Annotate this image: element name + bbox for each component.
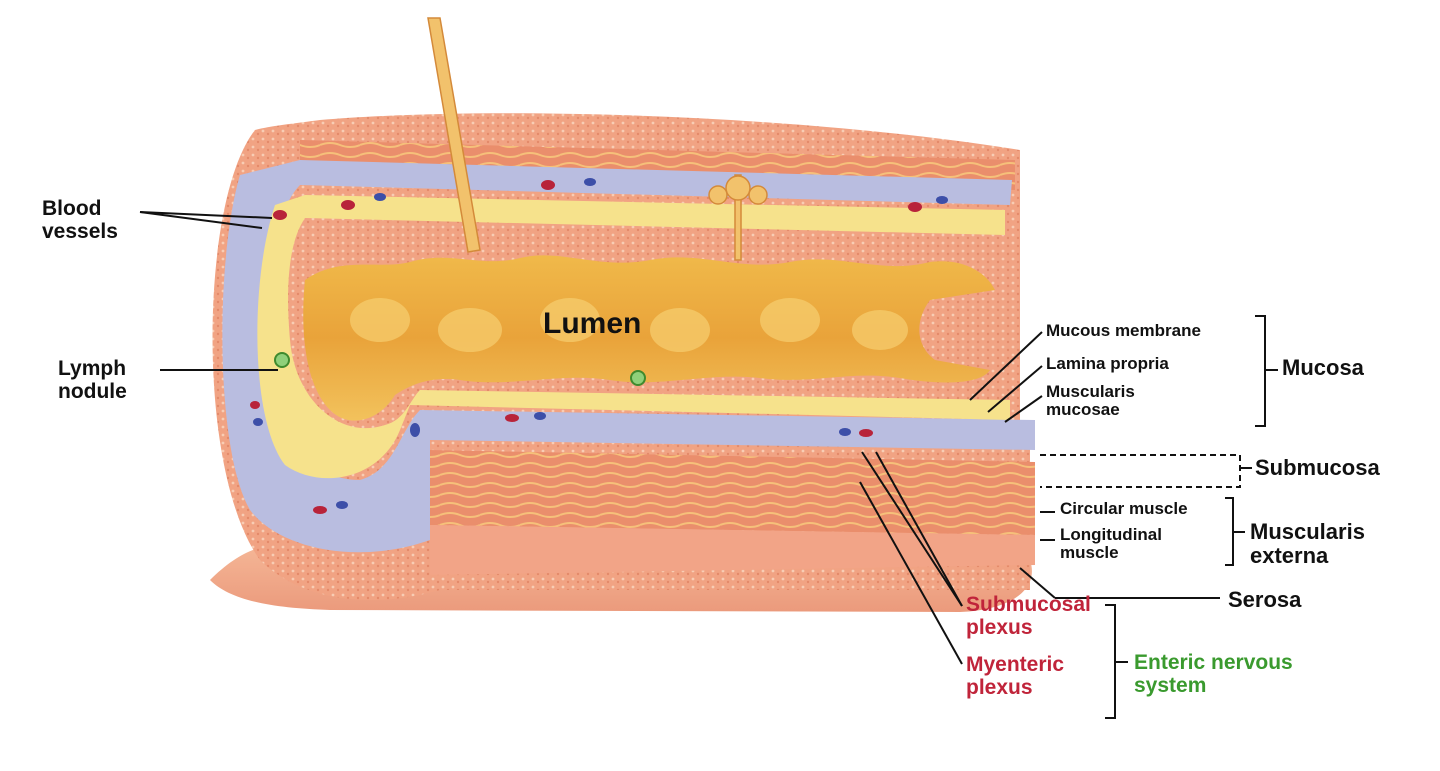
label-blood-vessels: Blood vessels — [42, 197, 118, 243]
lymph-nodule — [630, 370, 646, 386]
label-line: Enteric nervous — [1134, 651, 1293, 674]
label-muscularis-externa: Muscularis externa — [1250, 520, 1365, 568]
label-mucosa: Mucosa — [1282, 356, 1364, 380]
label-line: Muscularis — [1250, 519, 1365, 544]
gland-bulb — [725, 175, 751, 201]
lymph-nodule — [274, 352, 290, 368]
label-lumen: Lumen — [543, 307, 642, 340]
label-line: Submucosa — [1255, 455, 1380, 480]
label-longitudinal-muscle: Longitudinal muscle — [1060, 525, 1162, 563]
gland-duct — [427, 17, 481, 253]
label-line: Submucosal — [966, 593, 1091, 616]
label-lymph-nodule: Lymph nodule — [58, 357, 127, 403]
label-line: Myenteric — [966, 653, 1065, 676]
villus — [350, 298, 410, 342]
label-line: vessels — [42, 219, 118, 243]
gland-bulb — [748, 185, 768, 205]
villus — [760, 298, 820, 342]
leader-lines — [139, 211, 1220, 665]
label-myenteric-plexus: Myenteric plexus — [966, 653, 1065, 699]
label-line: Mucosa — [1282, 355, 1364, 380]
gland-bulb — [708, 185, 728, 205]
label-line: nodule — [58, 379, 127, 403]
label-line: Circular muscle — [1060, 499, 1188, 518]
label-line: Lymph — [58, 357, 127, 380]
label-line: Mucous membrane — [1046, 321, 1201, 340]
label-line: Lamina propria — [1046, 354, 1169, 373]
label-line: mucosae — [1046, 400, 1120, 420]
label-line: Serosa — [1228, 587, 1302, 612]
lumen-region — [303, 255, 995, 421]
label-line: Muscularis — [1046, 382, 1135, 401]
submucosa-layer — [222, 160, 1035, 553]
blood-vessel-dots — [250, 178, 948, 514]
label-line: plexus — [966, 675, 1033, 699]
label-line: Longitudinal — [1060, 525, 1162, 544]
label-serosa: Serosa — [1228, 588, 1301, 612]
villus — [650, 308, 710, 352]
muscle-bottom — [430, 525, 1035, 575]
label-mucous-membrane: Mucous membrane — [1046, 321, 1201, 340]
label-line: Blood — [42, 197, 102, 220]
muscularis-externa-lower — [430, 450, 1035, 535]
label-line: externa — [1250, 542, 1329, 568]
mucosa-layer — [257, 195, 1010, 479]
label-line: plexus — [966, 615, 1033, 639]
label-submucosal-plexus: Submucosal plexus — [966, 593, 1091, 639]
label-circular-muscle: Circular muscle — [1060, 499, 1188, 518]
villus — [438, 308, 502, 352]
brackets — [1040, 315, 1278, 719]
label-muscularis-mucosae: Muscularis mucosae — [1046, 382, 1135, 420]
villus — [852, 310, 908, 350]
label-enteric-nervous-system: Enteric nervous system — [1134, 651, 1293, 697]
label-lamina-propria: Lamina propria — [1046, 354, 1169, 373]
label-line: muscle — [1060, 543, 1119, 563]
villus — [540, 298, 600, 342]
label-submucosa: Submucosa — [1255, 456, 1380, 480]
label-line: system — [1134, 673, 1207, 697]
label-line: Lumen — [543, 307, 642, 340]
